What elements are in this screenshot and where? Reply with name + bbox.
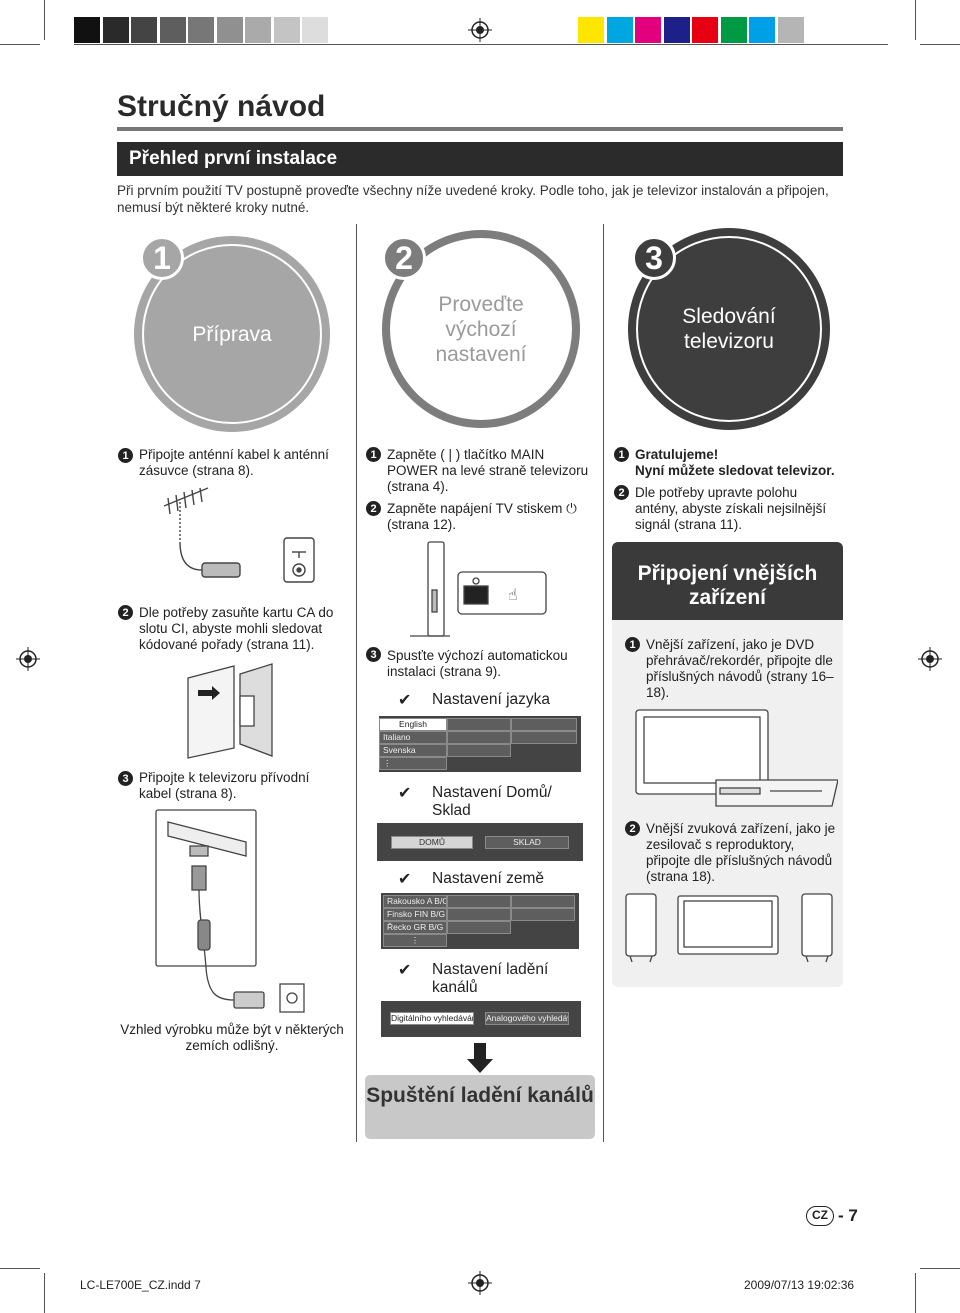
page-title: Stručný návod: [117, 90, 326, 123]
gray-swatch: [102, 17, 129, 43]
col1-note: Vzhled výrobku může být v některých zemí…: [120, 1022, 344, 1053]
footer-date: 2009/07/13 19:02:36: [744, 1278, 855, 1292]
start-tuning-button[interactable]: Spuštění ladění kanálů: [365, 1075, 595, 1139]
check-location: Nastavení Domů/ Sklad: [432, 784, 552, 819]
tuning-menu: Digitálního vyhledávání Analogového vyhl…: [381, 1001, 581, 1037]
stage-3-label: Sledování televizoru: [682, 305, 776, 353]
registration-mark-icon: [16, 647, 40, 671]
registration-mark-icon: [468, 18, 492, 42]
language-option: ⋮: [379, 757, 447, 770]
registration-mark-icon: [918, 647, 942, 671]
step-number: 2: [366, 501, 381, 516]
footer-file: LC-LE700E_CZ.indd 7: [80, 1278, 201, 1292]
gray-swatch: [216, 17, 243, 43]
step-number: 2: [625, 821, 640, 836]
step-number: 3: [118, 771, 133, 786]
col3-step1: Gratulujeme! Nyní můžete sledovat televi…: [635, 447, 845, 479]
check-tuning: Nastavení ladění kanálů: [432, 961, 549, 996]
color-swatch: [749, 17, 775, 43]
panel-step2: Vnější zvuková zařízení, jako je zesilov…: [646, 821, 836, 884]
stage-1-number: 1: [140, 236, 184, 280]
location-menu: DOMŮ SKLAD: [377, 823, 583, 861]
tv-side-power-illustration: ☝: [410, 541, 547, 637]
section-header: Přehled první instalace: [117, 142, 843, 176]
step-number: 1: [118, 448, 133, 463]
check-country: Nastavení země: [432, 870, 544, 887]
title-rule: [117, 127, 843, 131]
antenna-illustration: [163, 487, 315, 583]
gray-swatch: [302, 17, 328, 43]
section-title: Přehled první instalace: [129, 148, 338, 169]
language-menu: English Italiano Svenska ⋮: [379, 716, 581, 772]
analog-search-option[interactable]: Analogového vyhledávání: [485, 1012, 569, 1025]
gray-swatch: [131, 17, 157, 43]
step-number: 2: [614, 485, 629, 500]
step-number: 3: [366, 647, 381, 662]
gray-swatch: [74, 17, 100, 43]
color-swatch: [777, 17, 804, 43]
digital-search-option[interactable]: Digitálního vyhledávání: [390, 1012, 474, 1025]
color-swatch: [635, 17, 661, 43]
column-divider: [356, 224, 357, 1142]
gray-swatch: [188, 17, 214, 43]
step-number: 1: [625, 637, 640, 652]
country-option[interactable]: Finsko FIN B/G: [383, 908, 447, 921]
congrats-text: Gratulujeme!: [635, 447, 719, 462]
registration-mark-icon: [468, 1271, 492, 1295]
svg-text:☝: ☝: [508, 585, 518, 604]
step-number: 2: [118, 605, 133, 620]
check-icon: ✔: [398, 785, 412, 802]
stage-2-label: Proveďte výchozí nastavení: [435, 292, 527, 366]
column-divider: [603, 224, 604, 1142]
col2-step2: Zapněte napájení TV stiskem ⏻ (strana 12…: [387, 501, 577, 532]
col1-step2: Dle potřeby zasuňte kartu CA do slotu CI…: [139, 605, 334, 652]
color-swatch: [720, 17, 747, 43]
page-number: - 7: [838, 1206, 858, 1225]
check-icon: ✔: [398, 871, 412, 888]
country-badge: CZ: [806, 1206, 834, 1226]
gray-swatch: [159, 17, 186, 43]
power-cable-illustration: [155, 809, 305, 1013]
arrow-down-icon: [467, 1043, 493, 1073]
step-number: 1: [366, 447, 381, 462]
country-option: ⋮: [383, 934, 447, 947]
gray-swatch: [245, 17, 271, 43]
country-option[interactable]: Řecko GR B/G: [383, 921, 447, 934]
col2-step3: Spusťte výchozí automatickou instalaci (…: [387, 648, 568, 679]
stage-2-number: 2: [382, 236, 426, 280]
step-number: 1: [614, 447, 629, 462]
intro-text: Při prvním použití TV postupně proveďte …: [117, 183, 829, 215]
panel-step1: Vnější zařízení, jako je DVD přehrávač/r…: [646, 637, 834, 700]
color-swatch: [692, 17, 718, 43]
col2-step1: Zapněte ( | ) tlačítko MAIN POWER na lev…: [387, 447, 589, 494]
language-option[interactable]: English: [379, 718, 447, 731]
color-swatch: [606, 17, 633, 43]
stage-3-number: 3: [632, 236, 676, 280]
check-language: Nastavení jazyka: [432, 691, 551, 708]
ci-card-illustration: [187, 663, 273, 759]
location-option-home[interactable]: DOMŮ: [391, 836, 473, 849]
watch-tv-text: Nyní můžete sledovat televizor.: [635, 463, 835, 478]
external-devices-title: Připojení vnějších zařízení: [612, 542, 843, 620]
tv-speakers-illustration: [625, 893, 833, 963]
language-option[interactable]: Svenska: [379, 744, 447, 757]
check-icon: ✔: [398, 692, 412, 709]
color-swatch: [663, 17, 690, 43]
gray-swatch: [273, 17, 300, 43]
color-swatch: [578, 17, 604, 43]
tv-dvd-illustration: [635, 709, 838, 807]
language-option[interactable]: Italiano: [379, 731, 447, 744]
country-option[interactable]: Rakousko A B/G: [383, 895, 447, 908]
country-menu: Rakousko A B/G Finsko FIN B/G Řecko GR B…: [381, 893, 579, 949]
check-icon: ✔: [398, 962, 412, 979]
location-option-store[interactable]: SKLAD: [485, 836, 569, 849]
col1-step1: Připojte anténní kabel k anténní zásuvce…: [139, 447, 329, 478]
col1-step3: Připojte k televizoru přívodní kabel (st…: [139, 770, 310, 801]
col3-step2: Dle potřeby upravte polohu antény, abyst…: [635, 485, 827, 532]
